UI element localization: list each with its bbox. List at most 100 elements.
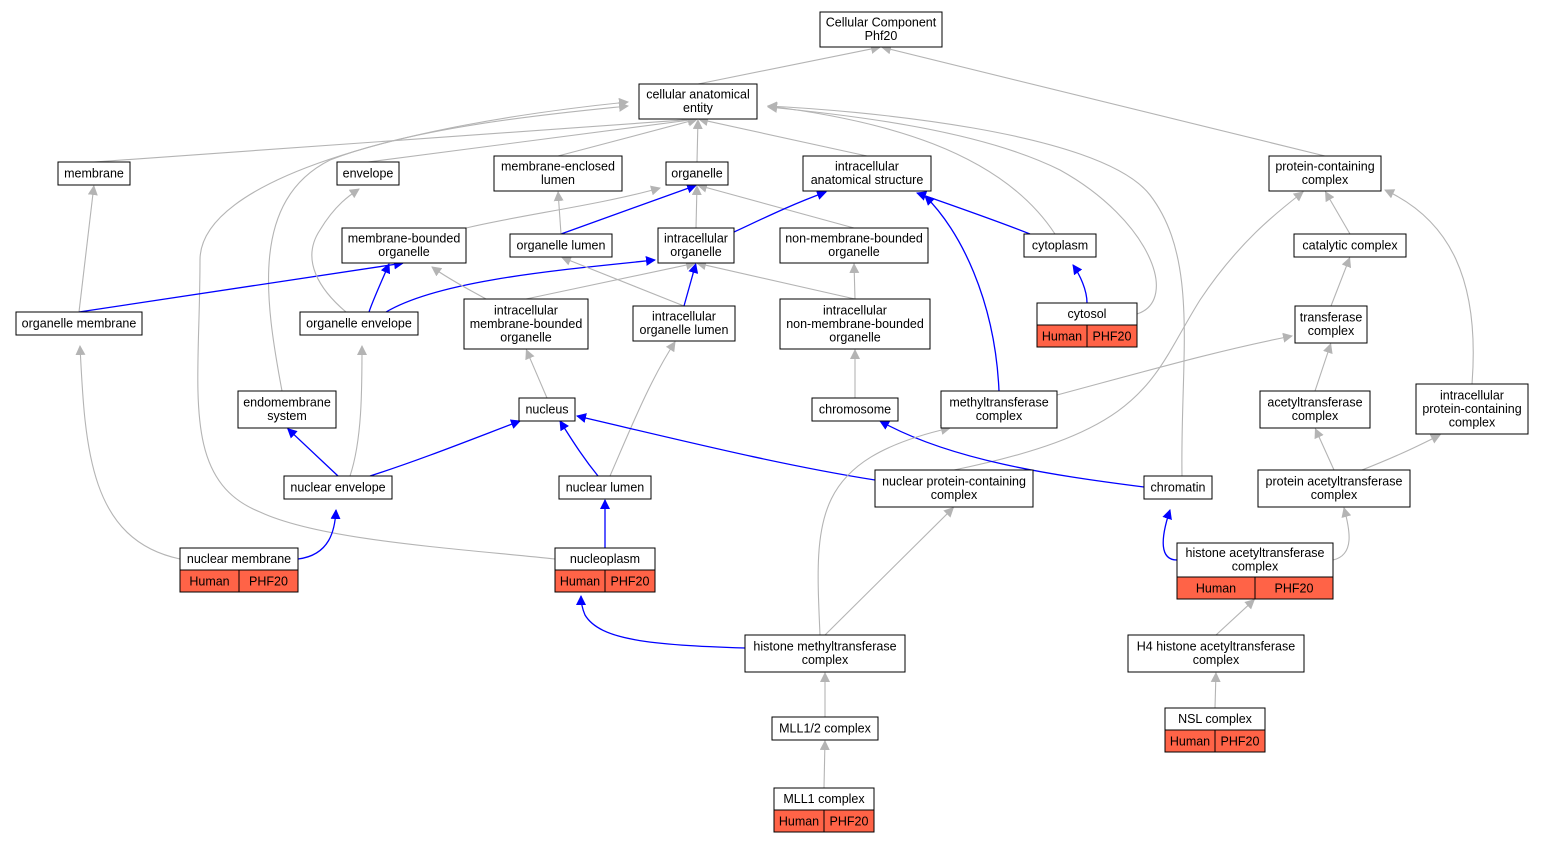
term-label-line: nuclear membrane [187, 552, 291, 566]
term-label-line: complex [1308, 324, 1355, 338]
go-term-cytoplasm[interactable]: cytoplasm [1023, 233, 1097, 258]
term-label-line: entity [683, 101, 714, 115]
term-label-line: histone acetyltransferase [1186, 546, 1325, 560]
go-term-chromatin[interactable]: chromatin [1143, 475, 1213, 500]
gene-label: PHF20 [1093, 330, 1132, 344]
term-box [1268, 155, 1382, 192]
go-term-inmbo[interactable]: intracellularnon-membrane-boundedorganel… [779, 298, 931, 350]
term-label-line: lumen [541, 173, 575, 187]
term-box [665, 161, 729, 186]
go-term-ol[interactable]: organelle lumen [509, 233, 613, 258]
term-box [493, 155, 623, 192]
term-box [237, 390, 337, 429]
term-label-line: MLL1/2 complex [779, 721, 871, 735]
edge-iol-to-io [683, 262, 699, 307]
edge-nl-to-nucleus [559, 420, 599, 477]
go-term-om[interactable]: organelle membrane [15, 311, 143, 336]
go-term-nl[interactable]: nuclear lumen [558, 475, 652, 500]
term-label-line: anatomical structure [811, 173, 924, 187]
gene-label: PHF20 [830, 815, 869, 829]
go-term-nucleus[interactable]: nucleus [518, 397, 576, 422]
term-box [1176, 542, 1334, 578]
edge-mtc-to-ias [924, 195, 1000, 392]
edge-iol-to-ol [561, 256, 685, 307]
term-label-line: complex [1302, 173, 1349, 187]
term-label-line: non-membrane-bounded [785, 232, 923, 246]
go-term-cat[interactable]: catalytic complex [1293, 233, 1407, 258]
term-box [1415, 383, 1529, 435]
term-label-line: nuclear lumen [566, 480, 645, 494]
go-term-mll12[interactable]: MLL1/2 complex [771, 716, 879, 741]
edge-om-to-membrane [78, 184, 98, 313]
term-box [341, 227, 467, 264]
go-term-envelope[interactable]: envelope [336, 161, 400, 186]
term-label-line: organelle lumen [640, 323, 729, 337]
term-label-line: cellular anatomical [646, 88, 750, 102]
term-box [1257, 469, 1411, 508]
gene-label: PHF20 [1275, 582, 1314, 596]
gene-cell [1254, 576, 1334, 600]
term-box [336, 161, 400, 186]
gene-label: PHF20 [1221, 735, 1260, 749]
term-box [744, 634, 906, 673]
go-term-membrane[interactable]: membrane [57, 161, 131, 186]
edge-nm-to-om [75, 345, 181, 560]
go-term-organelle[interactable]: organelle [665, 161, 729, 186]
species-label: Human [1196, 582, 1236, 596]
edge-pcc-to-cc_root [880, 44, 1326, 157]
edge-trans-to-cat [1330, 256, 1352, 307]
term-label-line: complex [1449, 415, 1496, 429]
term-label-line: membrane-bounded [348, 232, 461, 246]
edge-npcc-to-nucleus [576, 413, 876, 481]
term-label-line: complex [931, 488, 978, 502]
go-term-oe[interactable]: organelle envelope [299, 311, 419, 336]
go-term-ne[interactable]: nuclear envelope [283, 475, 393, 500]
term-label-line: protein-containing [1422, 402, 1521, 416]
gene-cell [1086, 324, 1138, 348]
edge-patc-to-ipcc [1361, 434, 1441, 471]
edge-oe-to-io [385, 255, 656, 313]
term-label-line: system [267, 409, 307, 423]
edge-hatc-to-chromatin [1162, 509, 1178, 561]
term-label-line: histone methyltransferase [753, 640, 896, 654]
gene-cell [238, 569, 299, 593]
term-label-line: intracellular [652, 310, 716, 324]
go-term-chromosome[interactable]: chromosome [811, 397, 899, 422]
term-label-line: intracellular [664, 232, 728, 246]
term-box [1023, 233, 1097, 258]
term-label-line: NSL complex [1178, 712, 1253, 726]
edge-organelle-to-cae [692, 119, 703, 163]
edge-h4-to-hatc [1215, 598, 1256, 636]
term-box [57, 161, 131, 186]
term-box [283, 475, 393, 500]
edge-endo-to-cae [267, 101, 629, 392]
edge-ias-to-cae [698, 116, 868, 157]
term-label-line: catalytic complex [1302, 238, 1398, 252]
term-label-line: MLL1 complex [783, 792, 865, 806]
